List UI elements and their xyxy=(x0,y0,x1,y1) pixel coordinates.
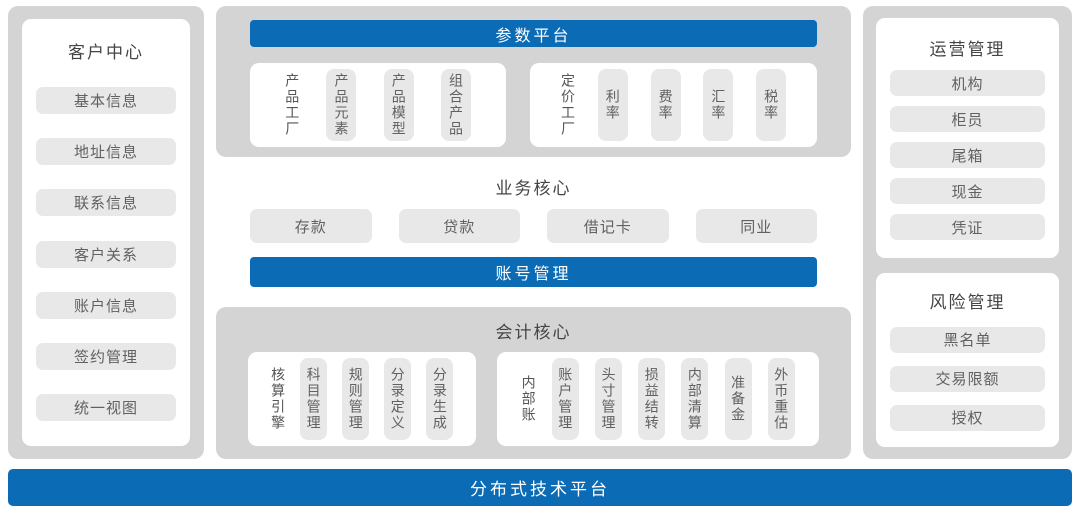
business-core-title: 业务核心 xyxy=(495,179,572,198)
pricing-factory-label: 定价工厂 xyxy=(559,73,576,137)
internal-clearing-item: 内部清算 xyxy=(681,358,709,440)
transaction-limit-item: 交易限额 xyxy=(890,365,1045,392)
risk-title: 风险管理 xyxy=(929,293,1006,313)
authorization-item: 授权 xyxy=(890,404,1045,431)
voucher-item: 凭证 xyxy=(890,214,1045,241)
customer-center-container: 客户中心 基本信息 地址信息 联系信息 客户关系 账户信息 签约管理 统一视图 xyxy=(8,6,204,459)
customer-item-customer-relation: 客户关系 xyxy=(36,240,176,268)
parameter-platform-groups: 产品工厂 产品元素 产品模型 组合产品 定价工厂 利率 费率 汇率 税率 xyxy=(250,63,817,147)
pricing-factory-group: 定价工厂 利率 费率 汇率 税率 xyxy=(530,63,817,147)
product-factory-label: 产品工厂 xyxy=(284,73,301,137)
account-management-bar: 账号管理 xyxy=(250,257,817,287)
distributed-platform-bar: 分布式技术平台 xyxy=(8,469,1072,506)
interest-rate-item: 利率 xyxy=(597,69,628,141)
blacklist-item: 黑名单 xyxy=(890,326,1045,353)
loan-item: 贷款 xyxy=(398,209,520,243)
customer-center-title: 客户中心 xyxy=(68,43,144,62)
customer-item-contact-info: 联系信息 xyxy=(36,189,176,217)
internal-account-group: 内部账 账户管理 头寸管理 损益结转 内部清算 准备金 外币重估 xyxy=(497,352,819,446)
accounting-core-container: 会计核心 核算引擎 科目管理 规则管理 分录定义 分录生成 内部账 账户管理 头… xyxy=(216,307,851,459)
accounting-core-groups: 核算引擎 科目管理 规则管理 分录定义 分录生成 内部账 账户管理 头寸管理 损… xyxy=(248,352,819,446)
customer-item-contract-management: 签约管理 xyxy=(36,342,176,370)
product-model-item: 产品模型 xyxy=(383,69,414,141)
subject-management-item: 科目管理 xyxy=(300,358,328,440)
interbank-item: 同业 xyxy=(695,209,817,243)
product-factory-group: 产品工厂 产品元素 产品模型 组合产品 xyxy=(250,63,507,147)
accounting-core-title: 会计核心 xyxy=(495,323,572,342)
diagram-body: 客户中心 基本信息 地址信息 联系信息 客户关系 账户信息 签约管理 统一视图 … xyxy=(8,6,1072,459)
reserve-item: 准备金 xyxy=(724,358,752,440)
parameter-platform-header: 参数平台 xyxy=(250,20,817,47)
entry-generation-item: 分录生成 xyxy=(426,358,454,440)
customer-item-basic-info: 基本信息 xyxy=(36,87,176,115)
accounting-engine-group: 核算引擎 科目管理 规则管理 分录定义 分录生成 xyxy=(248,352,477,446)
right-panels-container: 运营管理 机构 柜员 尾箱 现金 凭证 风险管理 黑名单 交易限额 授权 xyxy=(863,6,1072,459)
business-core-items: 存款 贷款 借记卡 同业 xyxy=(250,209,817,243)
operations-title: 运营管理 xyxy=(929,40,1006,59)
exchange-rate-item: 汇率 xyxy=(703,69,734,141)
customer-item-unified-view: 统一视图 xyxy=(36,393,176,421)
risk-panel: 风险管理 黑名单 交易限额 授权 xyxy=(876,273,1059,447)
position-management-item: 头寸管理 xyxy=(594,358,622,440)
product-element-item: 产品元素 xyxy=(326,69,357,141)
teller-item: 柜员 xyxy=(890,106,1045,133)
cash-box-item: 尾箱 xyxy=(890,142,1045,169)
rule-management-item: 规则管理 xyxy=(342,358,370,440)
pnl-carryover-item: 损益结转 xyxy=(638,358,666,440)
organization-item: 机构 xyxy=(890,70,1045,97)
operations-panel: 运营管理 机构 柜员 尾箱 现金 凭证 xyxy=(876,18,1059,259)
cash-item: 现金 xyxy=(890,178,1045,205)
business-core-section: 业务核心 存款 贷款 借记卡 同业 账号管理 xyxy=(216,157,851,287)
customer-item-address-info: 地址信息 xyxy=(36,138,176,166)
fee-rate-item: 费率 xyxy=(650,69,681,141)
tax-rate-item: 税率 xyxy=(756,69,787,141)
accounting-engine-label: 核算引擎 xyxy=(270,367,287,431)
fx-revaluation-item: 外币重估 xyxy=(767,358,795,440)
debit-card-item: 借记卡 xyxy=(547,209,669,243)
parameter-platform-container: 参数平台 产品工厂 产品元素 产品模型 组合产品 定价工厂 利率 费率 汇率 税… xyxy=(216,6,851,157)
entry-definition-item: 分录定义 xyxy=(384,358,412,440)
customer-center-panel: 客户中心 基本信息 地址信息 联系信息 客户关系 账户信息 签约管理 统一视图 xyxy=(22,19,190,446)
deposit-item: 存款 xyxy=(250,209,372,243)
center-column: 参数平台 产品工厂 产品元素 产品模型 组合产品 定价工厂 利率 费率 汇率 税… xyxy=(216,6,851,459)
product-bundle-item: 组合产品 xyxy=(440,69,471,141)
internal-account-label: 内部账 xyxy=(520,375,537,423)
customer-item-account-info: 账户信息 xyxy=(36,291,176,319)
account-management-item: 账户管理 xyxy=(551,358,579,440)
